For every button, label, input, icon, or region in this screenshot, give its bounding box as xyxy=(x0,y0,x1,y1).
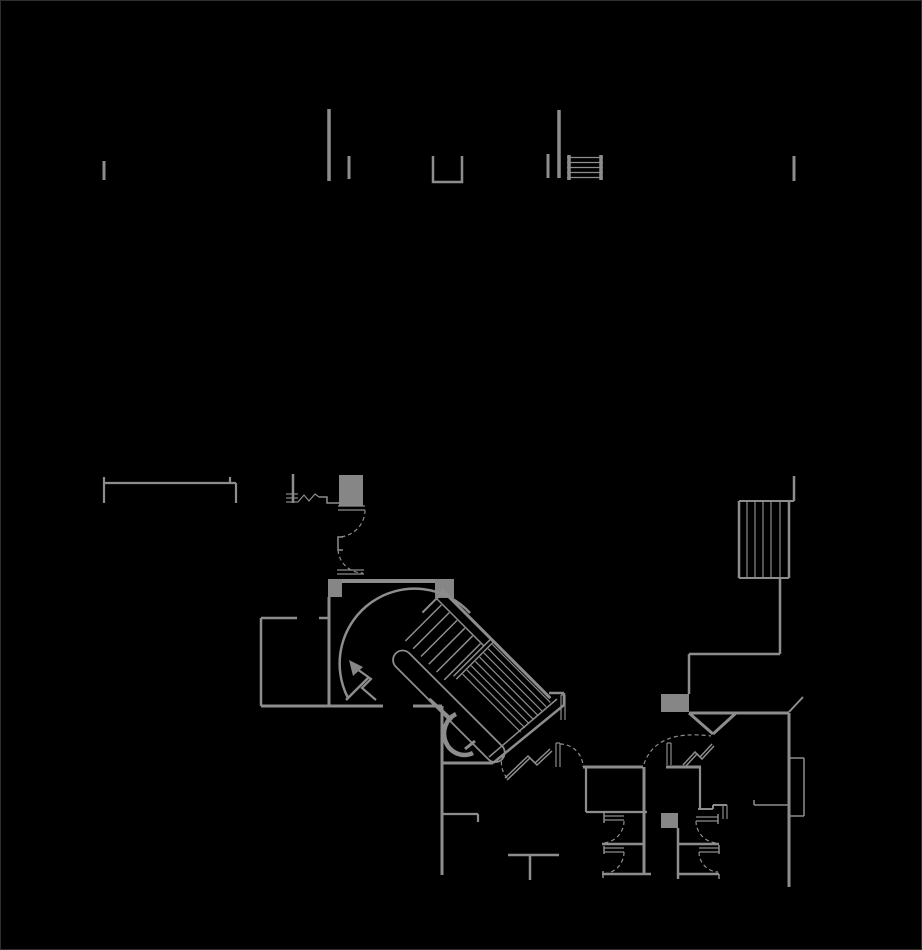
grand-stair-landing-nose-1 xyxy=(452,638,492,677)
curl-wall-connector xyxy=(427,697,454,722)
door-c2-swing xyxy=(601,851,625,875)
door-a-swing-fragment xyxy=(500,751,508,779)
door-swing-upper xyxy=(337,509,366,538)
column-east xyxy=(661,694,689,712)
stair-cut-diagonal xyxy=(345,676,370,701)
grand-stair-run-line-6 xyxy=(470,665,530,725)
chimney-step-line xyxy=(319,496,339,504)
notch-left-diagonal xyxy=(688,711,714,736)
notch-right-diagonal xyxy=(711,711,738,736)
door-c1-swing xyxy=(601,820,625,844)
handrail-curl-notch xyxy=(464,739,476,751)
grand-stair-group xyxy=(392,588,552,764)
grand-stair-run-line-2 xyxy=(487,648,547,708)
grand-stair-outer-rail xyxy=(440,588,552,700)
grand-stair-tread-2 xyxy=(412,612,450,650)
door-a-leaf-line-1 xyxy=(506,750,553,781)
stair-direction-arrowhead xyxy=(349,660,363,676)
top-u-niche xyxy=(431,156,464,184)
grand-stair-start-edge xyxy=(421,590,445,614)
column-south xyxy=(661,813,678,828)
stair-break-zigzag xyxy=(356,668,377,701)
grand-stair-tread-3 xyxy=(420,619,458,657)
door-d2-swing xyxy=(698,851,719,873)
chimney-block xyxy=(339,475,363,506)
grand-stair-run-line-1 xyxy=(491,644,551,703)
door-d1-swing xyxy=(695,820,719,844)
chimney-zigzag xyxy=(297,493,320,503)
east-corner-diagonal-tick xyxy=(788,696,804,713)
stair-end-edge-inner xyxy=(488,698,558,758)
door-b-leaf-line-2 xyxy=(682,743,713,766)
door-leaf-bracket xyxy=(337,536,343,551)
stair-end-edge-outer xyxy=(492,704,565,764)
grand-stair-landing-nose-2 xyxy=(455,641,495,680)
stair-curved-wall-arc xyxy=(338,587,471,699)
grand-stair-stringer xyxy=(435,597,485,647)
grand-stair-run-line-5 xyxy=(474,660,534,720)
door-a-leaf-line-2 xyxy=(504,748,551,779)
handrail-curl xyxy=(441,711,474,758)
grand-stair-tread-1 xyxy=(404,604,442,642)
door-a-swing xyxy=(559,743,584,768)
grand-stair-tread-4 xyxy=(428,627,466,665)
grand-stair-run-line-4 xyxy=(479,656,539,716)
door-b-swing xyxy=(643,734,712,765)
grand-stair-tread-5 xyxy=(435,635,474,673)
grand-stair-run-line-7 xyxy=(466,669,526,729)
grand-stair-run-line-8 xyxy=(462,673,522,733)
grand-stair-tread-6 xyxy=(443,643,481,681)
door-swing-lower xyxy=(337,549,364,574)
grand-stair-run-line-3 xyxy=(483,652,543,712)
column-hall-nw xyxy=(328,579,342,597)
